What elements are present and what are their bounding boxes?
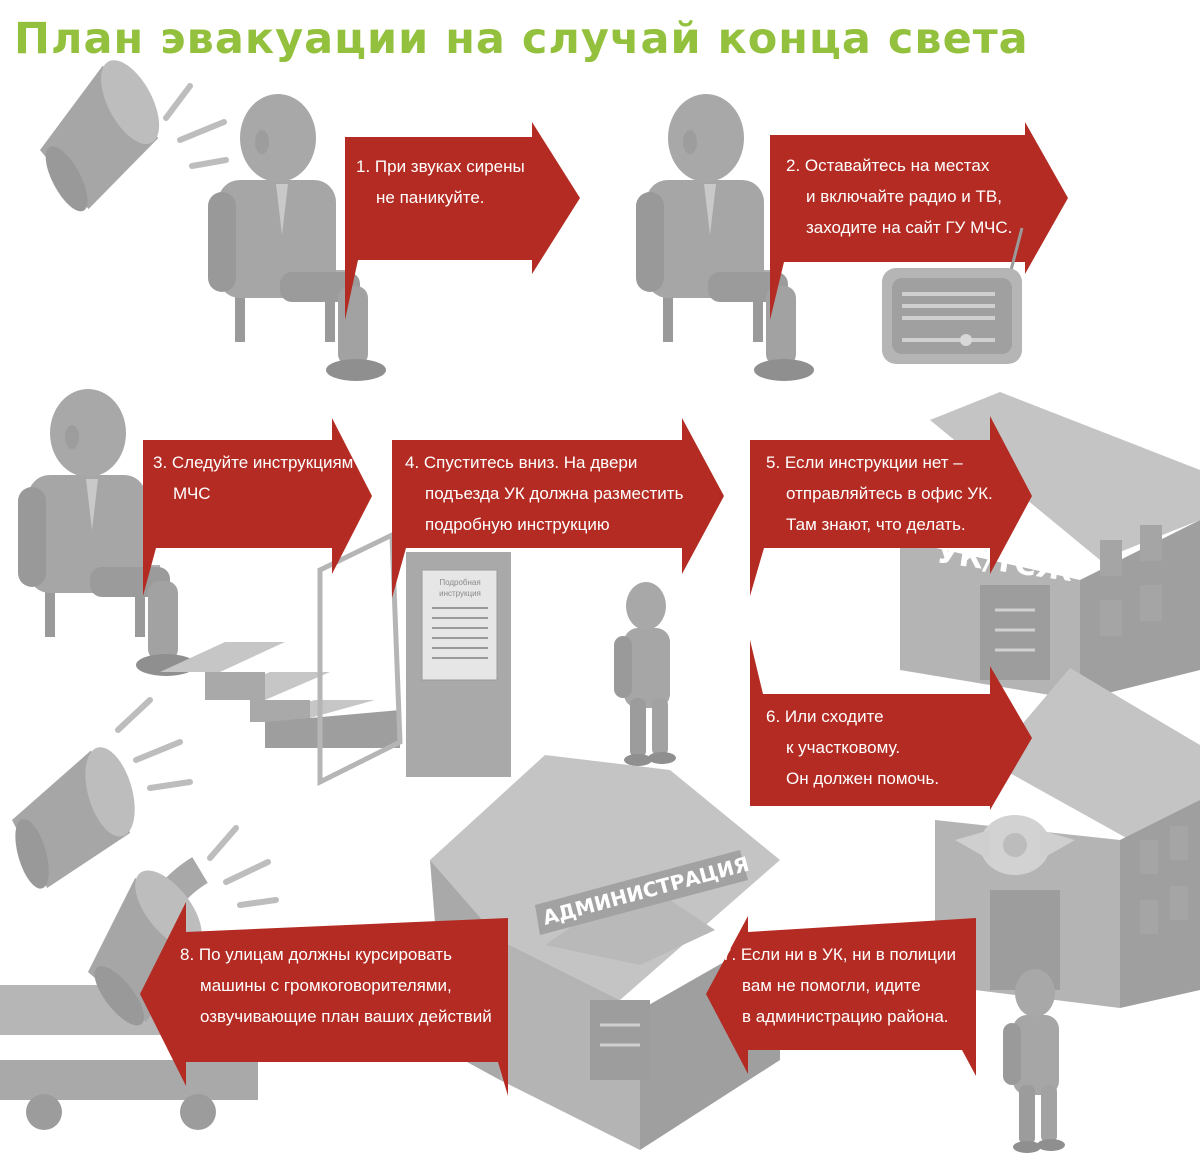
step-3-line-2: МЧС [173,484,211,503]
step-6-line-1: 6. Или сходите [766,707,884,726]
step-7-text: 7. Если ни в УК, ни в полиции вам не пом… [722,939,956,1032]
step-5-line-1: 5. Если инструкции нет – [766,453,963,472]
step-4-line-1: 4. Спуститесь вниз. На двери [405,453,638,472]
step-8-line-1: 8. По улицам должны курсировать [180,945,452,964]
step-3-line-1: 3. Следуйте инструкциям [153,453,354,472]
step-1-text: 1. При звуках сирены не паникуйте. [356,151,525,213]
arrow-step-3 [143,418,372,596]
step-6-line-2: к участковому. [786,738,901,757]
arrow-step-4 [392,418,724,598]
instruction-board: Подробная инструкция [406,552,511,777]
loudspeaker-icon [0,741,152,894]
step-5-line-2: отправляйтесь в офис УК. [786,484,993,503]
loudspeaker-icon [14,51,185,219]
police-building [935,668,1200,1008]
step-2-line-1: 2. Оставайтесь на местах [786,156,990,175]
step-7-line-1: 7. Если ни в УК, ни в полиции [722,945,956,964]
step-1-line-1: 1. При звуках сирены [356,157,525,176]
step-3-text: 3. Следуйте инструкциям МЧС [153,447,353,509]
walking-person-1 [614,582,676,766]
arrow-step-8 [140,902,508,1096]
step-8-line-2: машины с громкоговорителями, [200,976,452,995]
arrow-step-2 [770,122,1068,320]
page-title: План эвакуации на случай конца света [14,14,1029,64]
step-2-line-3: заходите на сайт ГУ МЧС. [806,218,1013,237]
sound-lines [163,83,229,169]
step-4-line-3: подробную инструкцию [425,515,610,534]
police-emblem-icon [955,815,1075,875]
step-6-text: 6. Или сходите к участковому. Он должен … [766,701,939,794]
arrow-step-6 [750,640,1032,810]
step-7-line-3: в администрацию района. [742,1007,949,1026]
stairs [160,642,400,748]
step-8-text: 8. По улицам должны курсировать машины с… [180,939,492,1032]
step-5-text: 5. Если инструкции нет – отправляйтесь в… [766,447,993,540]
board-text-1: Подробная [439,578,480,587]
step-7-line-2: вам не помогли, идите [742,976,921,995]
step-1-line-2: не паникуйте. [376,188,485,207]
step-2-line-2: и включайте радио и ТВ, [806,187,1002,206]
step-6-line-3: Он должен помочь. [786,769,940,788]
entrance-door [317,531,403,787]
arrow-step-5 [750,416,1032,596]
arrow-step-7 [706,916,976,1076]
step-5-line-3: Там знают, что делать. [786,515,966,534]
arrow-step-1 [345,122,580,320]
radio-icon [882,227,1024,364]
step-4-line-2: подъезда УК должна разместить [425,484,684,503]
step-8-line-3: озвучивающие план ваших действий [200,1007,492,1026]
board-text-2: инструкция [439,589,481,598]
sound-lines [207,825,279,908]
step-4-text: 4. Спуститесь вниз. На двери подъезда УК… [405,447,683,540]
step-2-text: 2. Оставайтесь на местах и включайте рад… [786,150,1012,243]
sound-lines [115,697,193,791]
